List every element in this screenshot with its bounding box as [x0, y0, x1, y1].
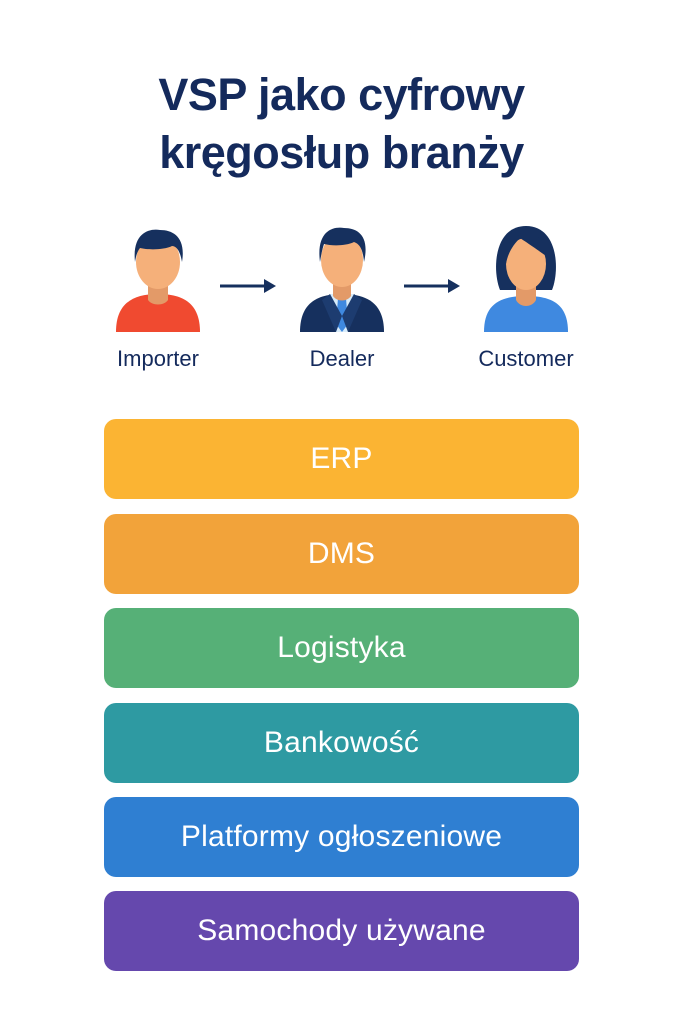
actor-dealer: Dealer — [272, 220, 412, 372]
layer-erp: ERP — [104, 419, 579, 499]
actor-label: Dealer — [309, 346, 375, 371]
actor-label: Importer — [117, 346, 199, 371]
title-line-2: kręgosłup branży — [159, 127, 524, 178]
layer-samochody-uzywane: Samochody używane — [104, 891, 579, 971]
person-red-shirt-icon — [116, 229, 200, 332]
arrow-right-icon — [404, 279, 460, 293]
layer-logistyka: Logistyka — [104, 608, 579, 688]
layer-label: Samochody używane — [197, 914, 486, 947]
layer-label: Logistyka — [277, 631, 406, 664]
layer-dms: DMS — [104, 514, 579, 594]
actor-importer: Importer — [88, 220, 228, 372]
person-suit-icon — [300, 227, 384, 332]
layer-platformy-ogloszeniowe: Platformy ogłoszeniowe — [104, 797, 579, 877]
layer-label: DMS — [307, 537, 376, 570]
layer-label: Platformy ogłoszeniowe — [180, 820, 503, 853]
page-title: VSP jako cyfrowy kręgosłup branży — [0, 66, 683, 182]
layer-label: Bankowość — [263, 726, 420, 759]
actor-customer: Customer — [456, 220, 596, 372]
actor-label: Customer — [478, 346, 574, 371]
layer-bankowosc: Bankowość — [104, 703, 579, 783]
title-line-1: VSP jako cyfrowy — [158, 69, 525, 120]
person-woman-icon — [484, 226, 568, 332]
arrow-right-icon — [220, 279, 276, 293]
layer-label: ERP — [310, 442, 373, 475]
